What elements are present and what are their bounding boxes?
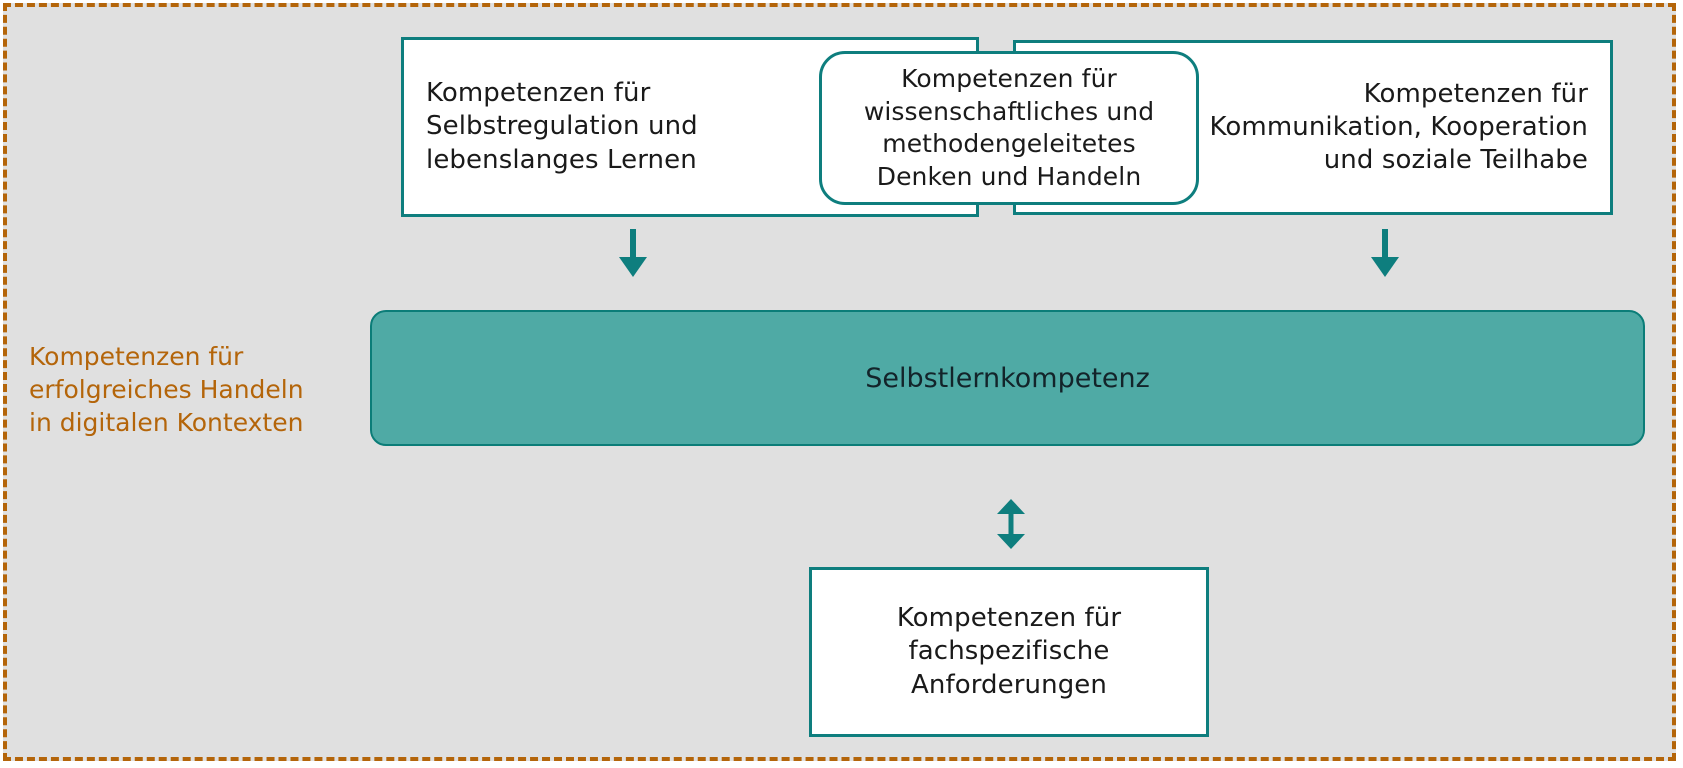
box-fachspezifische-anforderungen: Kompetenzen für fachspezifische Anforder…	[809, 567, 1209, 737]
arrow-down-icon-left	[619, 229, 647, 277]
box-kommunikation-label: Kompetenzen für Kommunikation, Kooperati…	[1209, 78, 1588, 176]
arrow-down-icon-right	[1371, 229, 1399, 277]
box-selbstregulation-label: Kompetenzen für Selbstregulation und leb…	[426, 78, 698, 175]
box-wissenschaftliches-denken-label: Kompetenzen für wissenschaftliches und m…	[863, 64, 1155, 191]
diagram-frame: Kompetenzen für erfolgreiches Handeln in…	[3, 3, 1676, 761]
diagram-caption-left: Kompetenzen für erfolgreiches Handeln in…	[29, 342, 304, 437]
box-selbstlernkompetenz-label: Selbstlernkompetenz	[865, 362, 1150, 394]
arrow-up-down-icon	[997, 499, 1025, 549]
box-wissenschaftliches-denken: Kompetenzen für wissenschaftliches und m…	[819, 51, 1199, 205]
box-selbstlernkompetenz: Selbstlernkompetenz	[370, 310, 1645, 446]
box-fachspezifische-anforderungen-label: Kompetenzen für fachspezifische Anforder…	[896, 603, 1122, 700]
